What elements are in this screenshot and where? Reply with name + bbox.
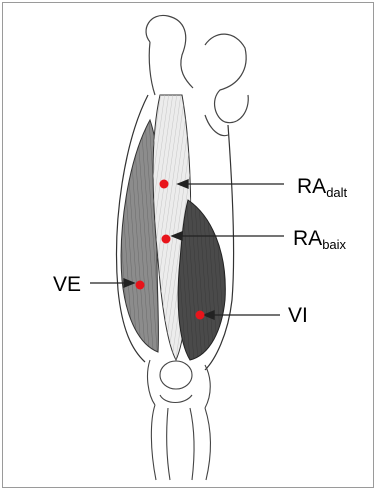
label-ra-dalt-sub: dalt [326,185,347,200]
marker-ra-dalt [160,180,169,189]
knee-outline [148,360,211,408]
label-ra-baix: RAbaix [293,228,346,251]
label-ve-main: VE [53,273,81,296]
marker-vi [196,311,205,320]
label-ra-baix-main: RA [293,227,322,250]
label-ve: VE [53,274,81,295]
marker-ve [136,281,145,290]
label-vi: VI [288,305,308,326]
label-ra-dalt: RAdalt [297,176,347,199]
label-ra-dalt-main: RA [297,175,326,198]
marker-ra-baix [162,235,171,244]
lower-leg-outline [151,405,210,480]
label-ra-baix-sub: baix [322,237,346,252]
label-vi-main: VI [288,304,308,327]
